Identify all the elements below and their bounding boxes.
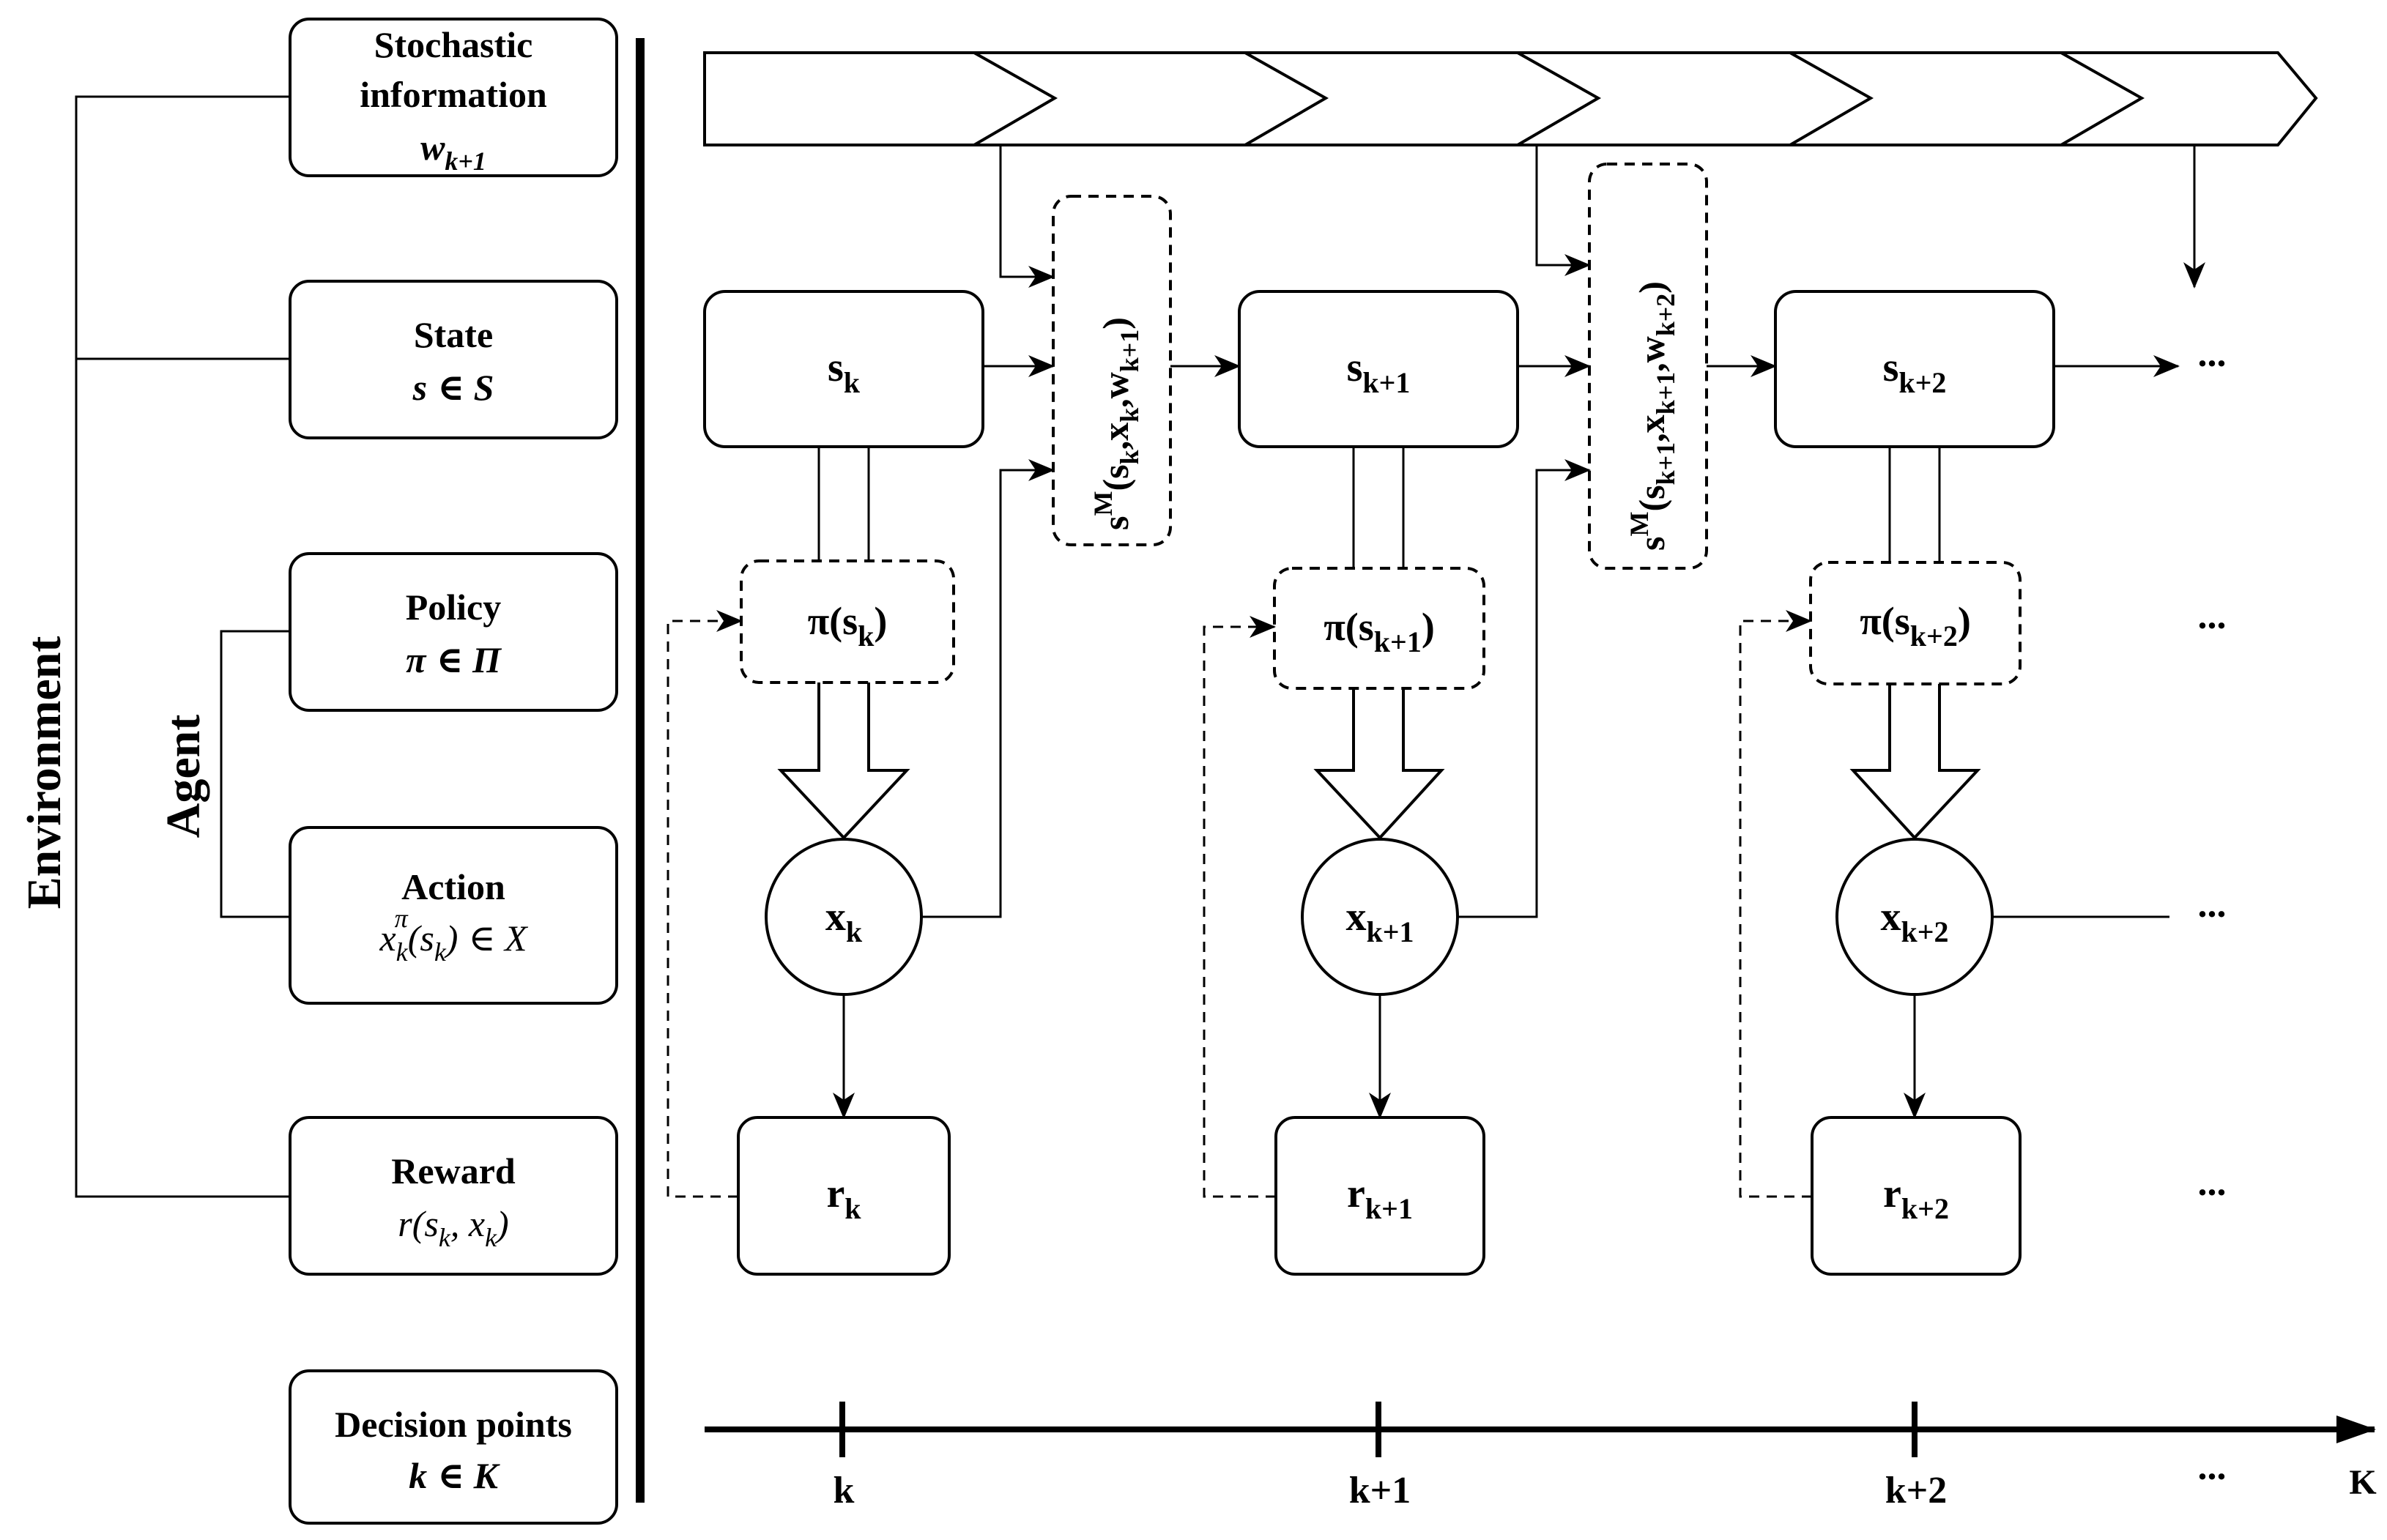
svg-text:rk+1: rk+1 [1347,1171,1413,1225]
info-arrow-1 [999,145,1055,288]
svg-text:sk+1: sk+1 [1347,345,1411,399]
svg-text:sM(sk,xk,wk+1): sM(sk,xk,wk+1) [1088,317,1144,530]
transition-function-1: sM(sk,xk,wk+1) [1052,195,1172,546]
svg-text:π(sk): π(sk) [808,599,888,652]
policy-node-1: π(sk) [740,559,955,684]
environment-label: Environment [18,636,71,910]
ellipsis-action-row: ... [2198,884,2227,926]
state-to-policy-1 [817,447,870,561]
svg-text:xk: xk [825,894,863,948]
ellipsis-policy-row: ... [2198,595,2227,637]
svg-text:Decision points: Decision points [335,1404,572,1445]
agent-label: Agent [157,715,210,838]
svg-text:π(sk+1): π(sk+1) [1324,605,1435,658]
reward-box: Reward r(sk, xk) [289,1116,618,1276]
policy-to-action-arrow-3 [1849,684,1981,840]
stochastic-info-box: Stochastic information wk+1 [289,18,618,177]
svg-text:rk: rk [826,1171,861,1225]
policy-to-action-arrow-2 [1313,688,1445,840]
ellipsis-axis: ... [2198,1446,2227,1488]
svg-text:π∈ Π: π∈ Π [406,639,502,680]
chevron-5 [2060,51,2145,146]
info-arrow-2 [1535,145,1591,276]
svg-text:sM(sk+1,xk+1,wk+2): sM(sk+1,xk+1,wk+2) [1625,281,1680,551]
svg-text:rk+2: rk+2 [1883,1171,1949,1225]
agent-bracket [220,630,290,918]
svg-text:xkπ(sk)∈ X: xkπ(sk)∈ X [379,904,528,967]
svg-text:Stochastic: Stochastic [374,24,533,65]
reward-feedback-1 [667,610,743,1198]
action-node-3: xk+2 [1835,838,1994,996]
svg-text:xk+2: xk+2 [1880,894,1948,948]
reward-node-3: rk+2 [1811,1116,2022,1276]
svg-text:k∈ K: k∈ K [409,1455,501,1496]
svg-text:sk: sk [828,345,861,399]
environment-bracket [75,95,290,1198]
state-to-policy-2 [1352,447,1405,568]
svg-text:information: information [360,74,547,115]
tick-label-k-plus-1: k+1 [1349,1470,1411,1511]
reward-node-2: rk+1 [1274,1116,1485,1276]
action-box: Action xkπ(sk)∈ X [289,826,618,1005]
svg-text:wk+1: wk+1 [420,127,486,176]
transition-function-2: sM(sk+1,xk+1,wk+2) [1588,163,1708,570]
state-node-3: sk+2 [1774,290,2055,448]
state-node-2: sk+1 [1238,290,1519,448]
svg-text:sk+2: sk+2 [1883,345,1947,399]
svg-text:s∈ S: s∈ S [412,367,494,408]
chevron-1 [973,51,1058,146]
axis-end-label: K [2349,1463,2376,1502]
state-node-1: sk [703,290,984,448]
chevron-3 [1516,51,1602,146]
action-node-1: xk [765,838,923,996]
policy-box: Policy π∈ Π [289,552,618,712]
action-node-2: xk+1 [1301,838,1459,996]
action-to-transition-1 [921,459,1055,918]
chevron-4 [1789,51,1874,146]
svg-text:State: State [414,314,493,355]
chevron-2 [1244,51,1329,146]
ellipsis-state-row: ... [2198,333,2227,375]
svg-text:π(sk+2): π(sk+2) [1860,599,1971,652]
policy-to-action-arrow-1 [777,682,910,840]
svg-text:r(sk, xk): r(sk, xk) [398,1203,508,1252]
reward-feedback-2 [1203,616,1276,1198]
tick-label-k: k [834,1470,855,1511]
policy-node-2: π(sk+1) [1273,567,1485,690]
svg-text:xk+1: xk+1 [1345,894,1414,948]
reward-feedback-3 [1739,610,1812,1198]
reward-node-1: rk [737,1116,951,1276]
svg-text:Action: Action [401,866,505,907]
ellipsis-reward-row: ... [2198,1162,2227,1204]
information-stream-bar [703,51,2318,146]
state-box: State s∈ S [289,280,618,439]
svg-text:Policy: Policy [406,587,502,628]
policy-node-3: π(sk+2) [1809,561,2022,685]
state-to-policy-3 [1888,447,1941,562]
tick-label-k-plus-2: k+2 [1885,1470,1948,1511]
action-to-transition-2 [1458,459,1591,918]
svg-text:Reward: Reward [391,1150,516,1191]
decision-points-box: Decision points k∈ K [289,1369,618,1525]
